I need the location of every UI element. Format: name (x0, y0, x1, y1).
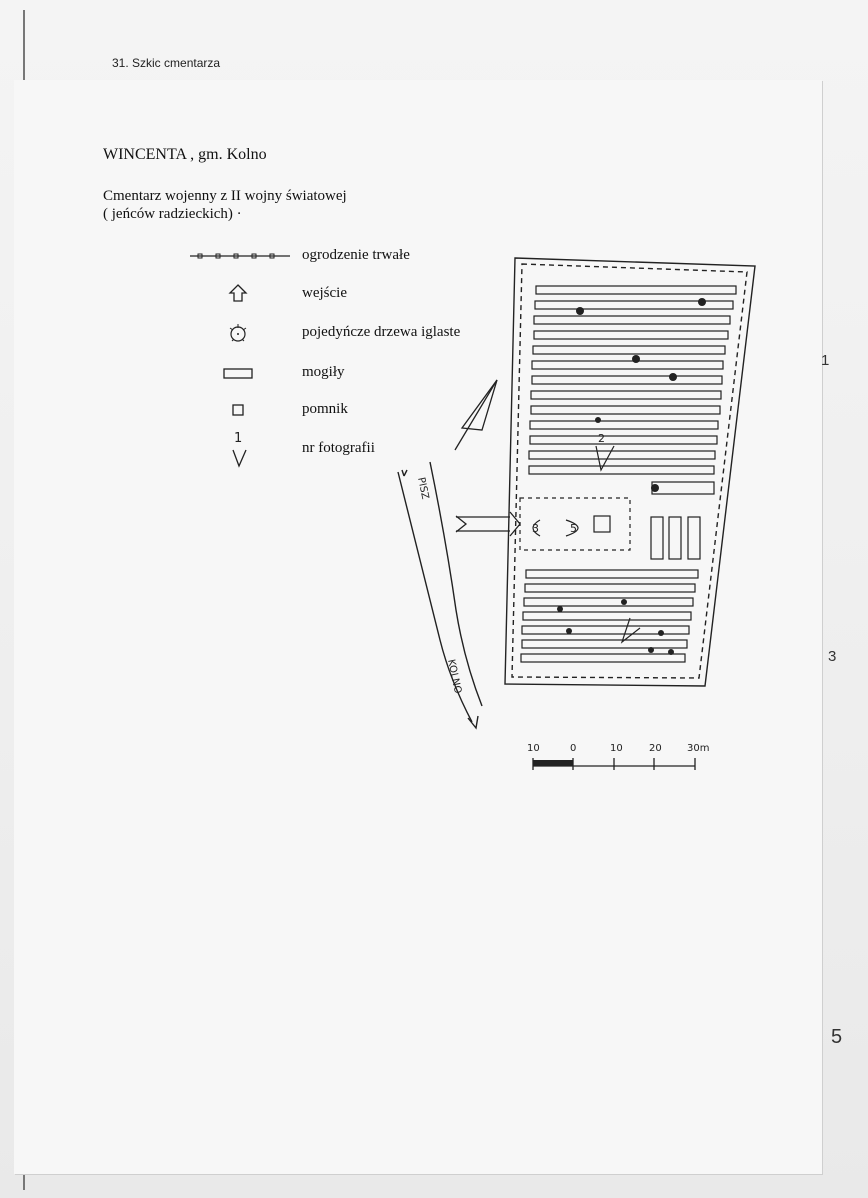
legend-item-conifer: pojedyńcze drzewa iglaste (190, 322, 510, 344)
monument-square-icon (232, 404, 244, 416)
legend-label: pomnik (302, 401, 348, 417)
legend-label: wejście (302, 285, 347, 301)
scale-tick-30m: 30m (687, 743, 709, 754)
scale-tick-20: 20 (649, 743, 662, 754)
page-subtitle: Cmentarz wojenny z II wojny światowej ( … (103, 187, 347, 223)
conifer-trees (557, 298, 706, 655)
north-arrow-icon (454, 379, 498, 451)
legend-item-graves: mogiły (190, 362, 510, 384)
paper-sheet (14, 80, 822, 1174)
legend-label: nr fotografii (302, 440, 375, 456)
margin-number-3: 3 (828, 648, 837, 665)
grave-rows-lower (520, 569, 699, 663)
margin-number-1: 1 (821, 352, 830, 369)
road-label-pisz: PISZ (415, 476, 430, 500)
photo-marker-2: 2 (598, 432, 605, 445)
entrance-arrow-icon (228, 284, 248, 302)
legend-label: pojedyńcze drzewa iglaste (302, 324, 461, 340)
monument-area (519, 497, 701, 560)
photo-number-icon: 1 (232, 431, 247, 468)
photo-marker-5: 5 (570, 522, 577, 535)
legend-item-entrance: wejście (190, 283, 510, 305)
conifer-tree-icon (229, 324, 247, 342)
subtitle-line-2: ( jeńców radzieckich) · (103, 206, 242, 222)
page-title: WINCENTA , gm. Kolno (103, 146, 267, 163)
page-header: 31. Szkic cmentarza (112, 56, 221, 70)
margin-number-5: 5 (831, 1026, 843, 1048)
grave-rectangle-icon (223, 368, 253, 379)
legend-label: mogiły (302, 364, 345, 380)
cemetery-fence (504, 257, 756, 687)
legend-item-fence: ogrodzenie trwałe (190, 245, 510, 267)
legend-item-monument: pomnik (190, 399, 510, 421)
legend-label: ogrodzenie trwałe (302, 247, 410, 263)
scale-tick-0: 0 (570, 743, 576, 754)
photo-marker-3: 3 (532, 522, 539, 535)
photo-markers (532, 445, 641, 644)
road (397, 461, 483, 730)
photo-number-sample: 1 (234, 431, 242, 446)
road-label-kolno: KOLNO (445, 658, 463, 694)
scale-tick-10: 10 (610, 743, 623, 754)
scale-tick-10-left: 10 (527, 743, 540, 754)
scale-bar (532, 758, 696, 770)
legend-item-photo: 1 nr fotografii (190, 428, 510, 468)
subtitle-line-1: Cmentarz wojenny z II wojny światowej (103, 188, 347, 204)
entrance-path (455, 511, 521, 537)
fence-icon (190, 253, 290, 259)
grave-rows-upper (528, 285, 737, 495)
